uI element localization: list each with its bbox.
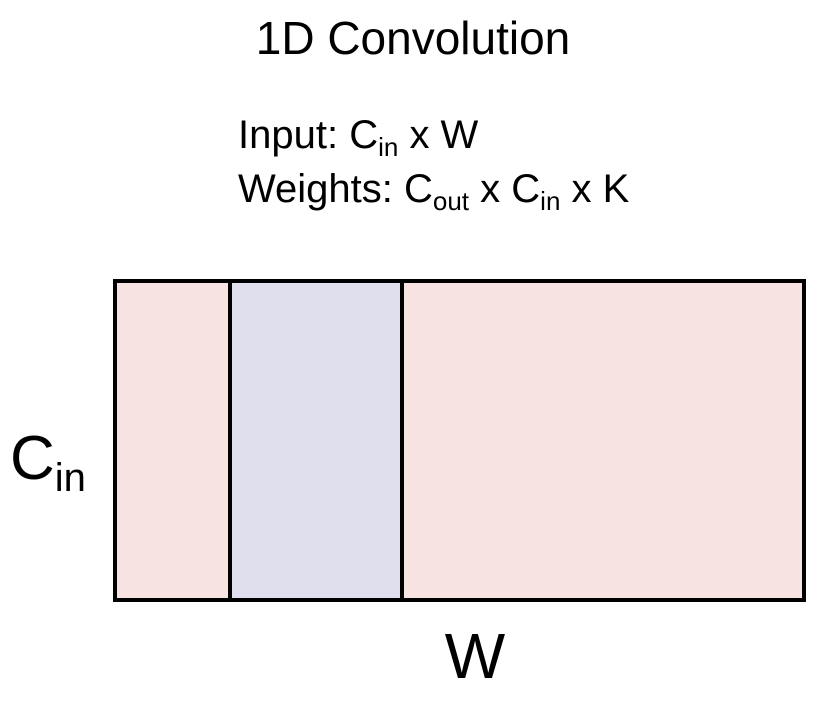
kernel-window-rect — [228, 279, 404, 602]
input-channel-subscript: in — [378, 132, 399, 162]
channel-axis-main: C — [10, 424, 55, 493]
weights-out-subscript: out — [432, 186, 470, 216]
input-prefix: Input: C — [238, 113, 379, 157]
channel-axis-label: Cin — [10, 424, 86, 498]
channel-axis-subscript: in — [54, 456, 86, 500]
diagram-title: 1D Convolution — [255, 12, 571, 64]
weights-middle: x C — [469, 167, 541, 211]
weights-in-subscript: in — [540, 186, 561, 216]
weights-prefix: Weights: C — [238, 167, 433, 211]
input-tensor-rect — [113, 279, 806, 602]
width-axis-label: W — [444, 620, 506, 692]
input-suffix: x W — [398, 113, 479, 157]
input-shape-line: Input: Cin x W — [238, 108, 629, 162]
shape-info: Input: Cin x W Weights: Cout x Cin x K — [238, 108, 629, 216]
weights-shape-line: Weights: Cout x Cin x K — [238, 162, 629, 216]
weights-suffix: x K — [560, 167, 630, 211]
